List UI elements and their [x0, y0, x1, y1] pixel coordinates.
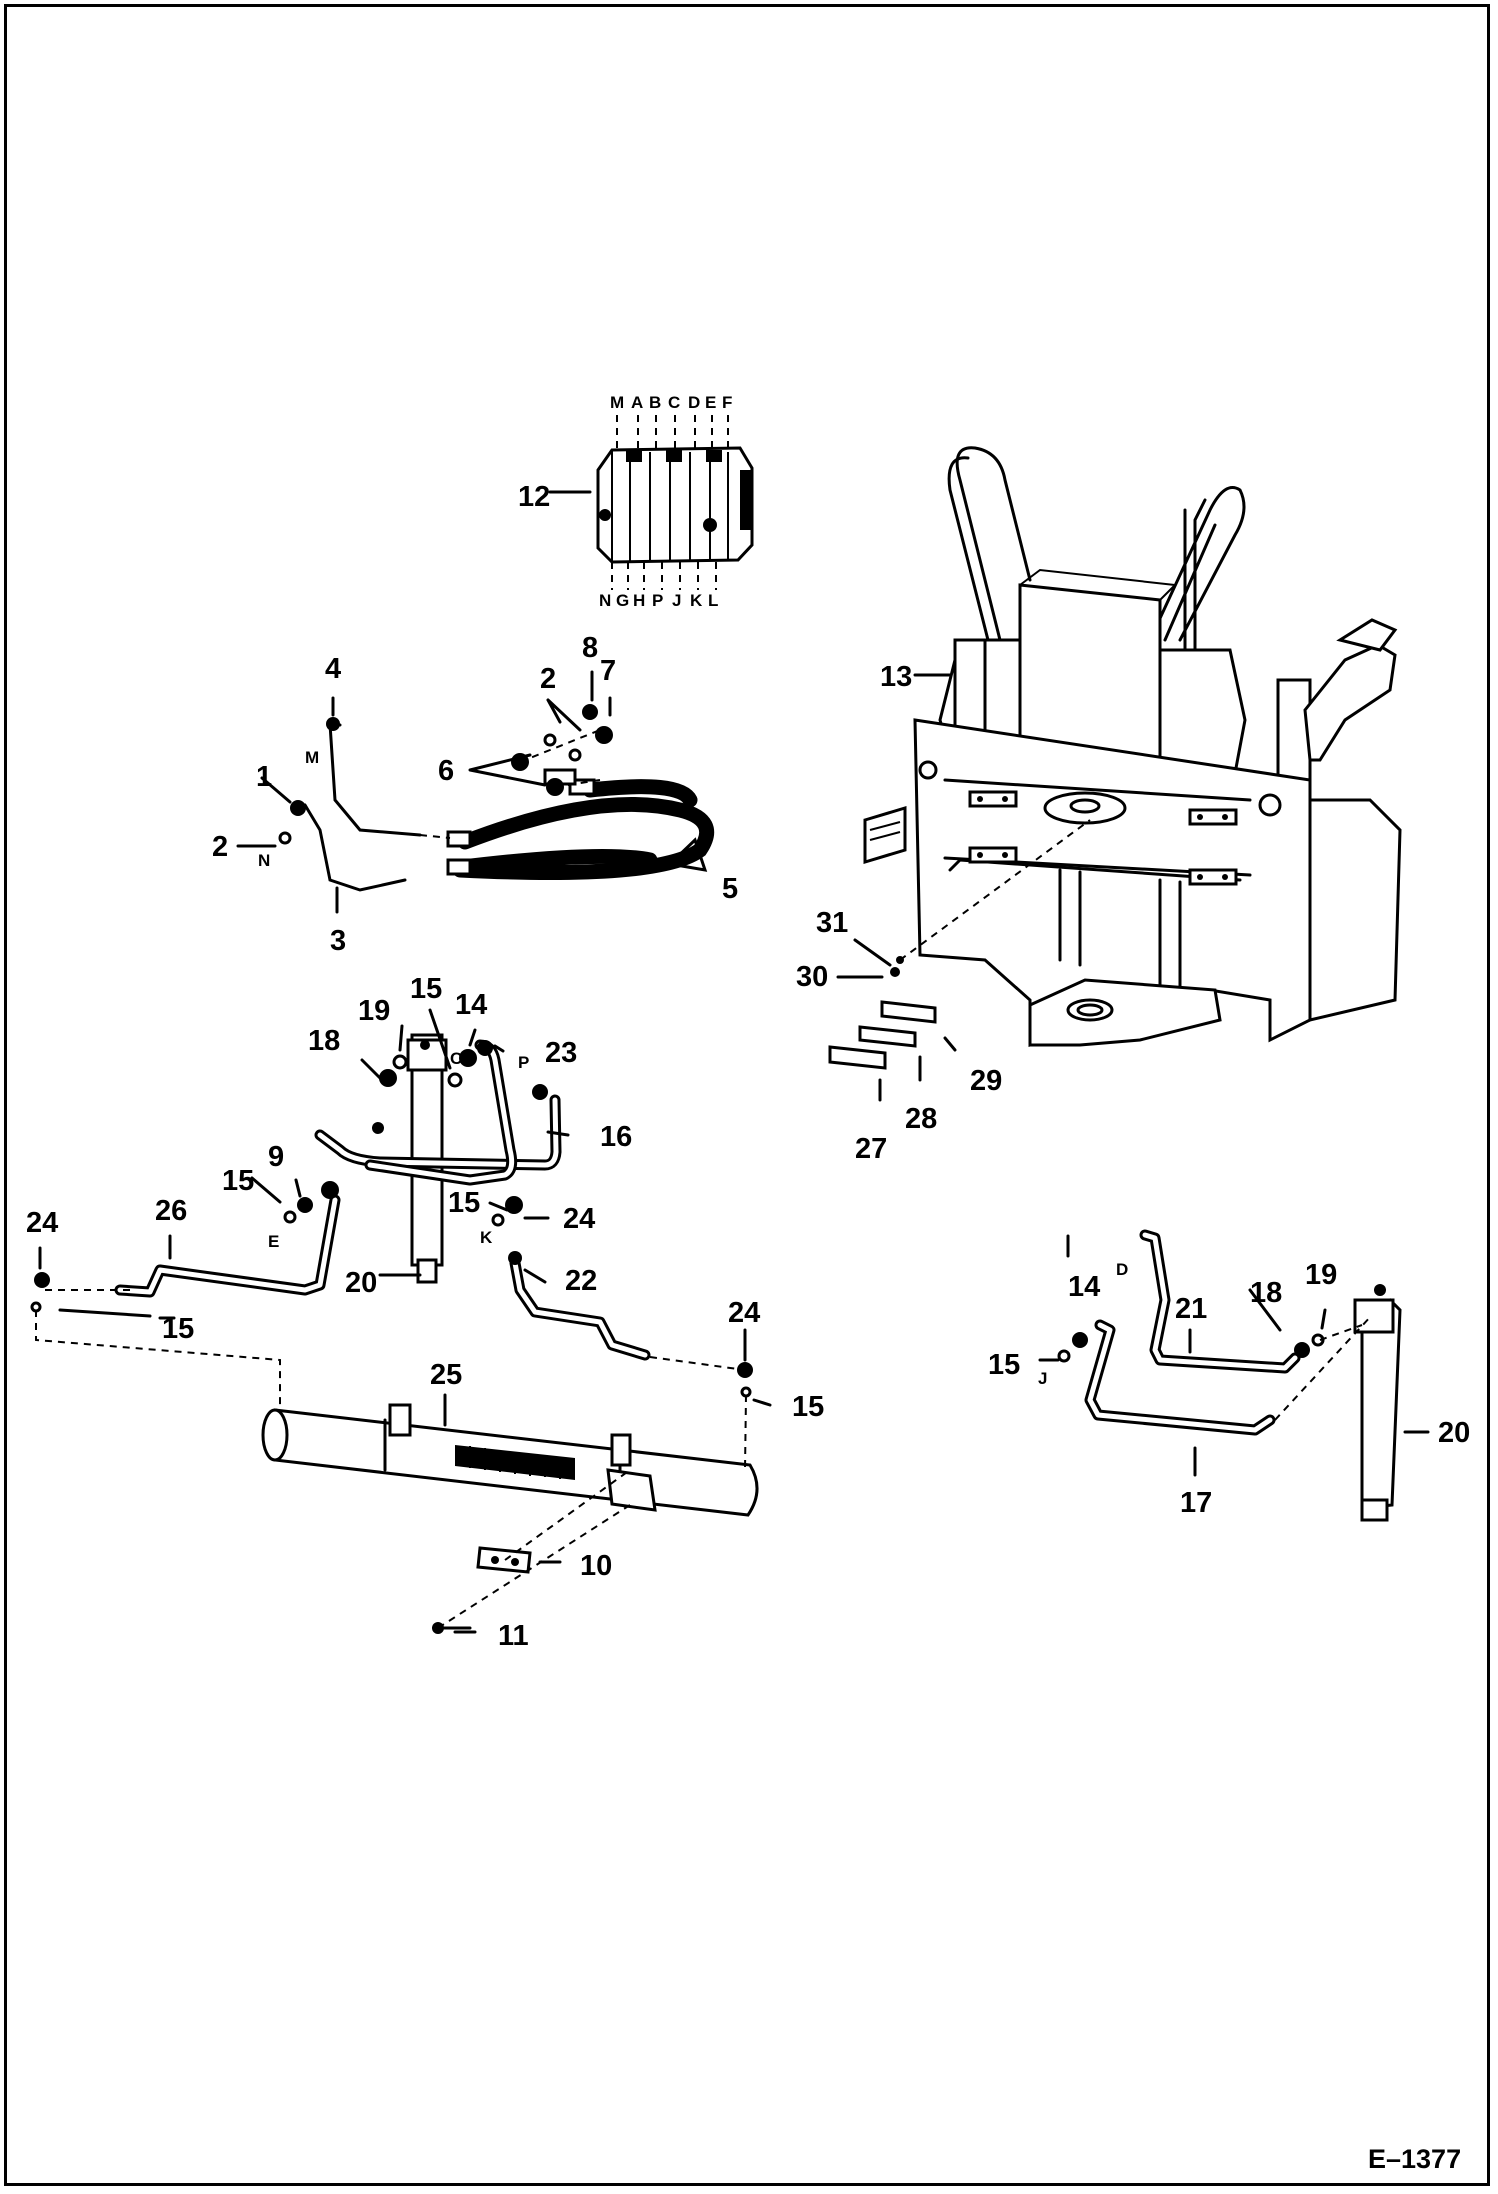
bracket-10-bolt-11: [432, 1546, 532, 1634]
callout-31: 31: [816, 907, 848, 939]
port-label-d: D: [688, 393, 700, 412]
callout-29: 29: [970, 1065, 1002, 1097]
assembly-paths: [35, 729, 1373, 1629]
port-label-h: H: [633, 591, 645, 610]
callout-5: 5: [722, 873, 738, 905]
port-label-g: G: [616, 591, 629, 610]
callout-19-right: 19: [1305, 1259, 1337, 1291]
callout-15-left: 15: [162, 1313, 194, 1345]
drawing-code: E–1377: [1368, 2144, 1461, 2174]
line-label-n: N: [258, 851, 270, 870]
callout-1: 1: [256, 761, 272, 793]
tube-26: [30, 1181, 341, 1318]
line-label-j: J: [1038, 1369, 1047, 1388]
callout-27: 27: [855, 1133, 887, 1165]
callout-18-right: 18: [1250, 1277, 1282, 1309]
callout-22: 22: [565, 1265, 597, 1297]
callout-14-left: 14: [455, 989, 487, 1021]
callout-13: 13: [880, 661, 912, 693]
port-label-n: N: [599, 591, 611, 610]
callout-14-right: 14: [1068, 1271, 1100, 1303]
line-label-e: E: [268, 1232, 279, 1251]
port-label-m: M: [610, 393, 624, 412]
callout-17: 17: [1180, 1487, 1212, 1519]
callout-6: 6: [438, 755, 454, 787]
port-label-k: K: [690, 591, 703, 610]
callout-labels: 1 2 2 3 4 5 6 7 8 9 10 11 12 13 14 14 15…: [26, 481, 1470, 1652]
swing-frame-assembly: [863, 446, 1402, 1048]
line-label-k: K: [480, 1228, 493, 1247]
callout-28: 28: [905, 1103, 937, 1135]
tube-21: [1139, 1229, 1325, 1374]
callout-15-e: 15: [222, 1165, 254, 1197]
fittings-18-19-14-15: [379, 1040, 493, 1088]
line-label-m: M: [305, 748, 319, 767]
callout-4: 4: [325, 653, 341, 685]
callout-19-left: 19: [358, 995, 390, 1027]
callout-18-left: 18: [308, 1025, 340, 1057]
callout-24-right: 24: [728, 1297, 760, 1329]
callout-26: 26: [155, 1195, 187, 1227]
callout-15-rod: 15: [792, 1391, 824, 1423]
drawing-frame: [4, 4, 1490, 2186]
port-label-p: P: [652, 591, 663, 610]
callout-20-right: 20: [1438, 1417, 1470, 1449]
callout-7: 7: [600, 655, 616, 687]
callout-12: 12: [518, 481, 550, 513]
callout-2-right: 2: [540, 663, 556, 695]
line-port-labels: M N C P E K D J: [258, 748, 1128, 1388]
port-label-c: C: [668, 393, 680, 412]
callout-23: 23: [545, 1037, 577, 1069]
callout-9: 9: [268, 1141, 284, 1173]
leader-lines: [38, 490, 1430, 1634]
cylinder-right: [1353, 1284, 1402, 1522]
callout-15-j: 15: [988, 1349, 1020, 1381]
callout-15-k: 15: [448, 1187, 480, 1219]
callout-24-mid: 24: [563, 1203, 595, 1235]
port-label-f: F: [722, 393, 732, 412]
port-label-a: A: [631, 393, 643, 412]
callout-8: 8: [582, 632, 598, 664]
callout-11: 11: [498, 1620, 529, 1652]
port-label-e: E: [705, 393, 716, 412]
shims-27-28-29: [828, 956, 937, 1070]
callout-25: 25: [430, 1359, 462, 1391]
port-label-b: B: [649, 393, 661, 412]
swing-cylinder-25: [261, 1403, 759, 1517]
callout-2-left: 2: [212, 831, 228, 863]
line-label-c: C: [450, 1049, 462, 1068]
tube-17: [1057, 1319, 1276, 1436]
valve-port-labels-bottom: N G H P J K L: [599, 591, 718, 610]
callout-30: 30: [796, 961, 828, 993]
port-label-l: L: [708, 591, 718, 610]
line-label-p: P: [518, 1053, 529, 1072]
callout-3: 3: [330, 925, 346, 957]
valve-port-labels-top: M A B C D E F: [610, 393, 732, 412]
callout-16: 16: [600, 1121, 632, 1153]
callout-15-top: 15: [410, 973, 442, 1005]
hose-assembly: [278, 704, 715, 892]
tube-22: [491, 1196, 753, 1398]
control-valve: [596, 415, 754, 590]
callout-21: 21: [1175, 1293, 1207, 1325]
callout-20-left: 20: [345, 1267, 377, 1299]
callout-10: 10: [580, 1550, 612, 1582]
port-label-j: J: [672, 591, 681, 610]
line-label-d: D: [1116, 1260, 1128, 1279]
callout-24-left: 24: [26, 1207, 58, 1239]
